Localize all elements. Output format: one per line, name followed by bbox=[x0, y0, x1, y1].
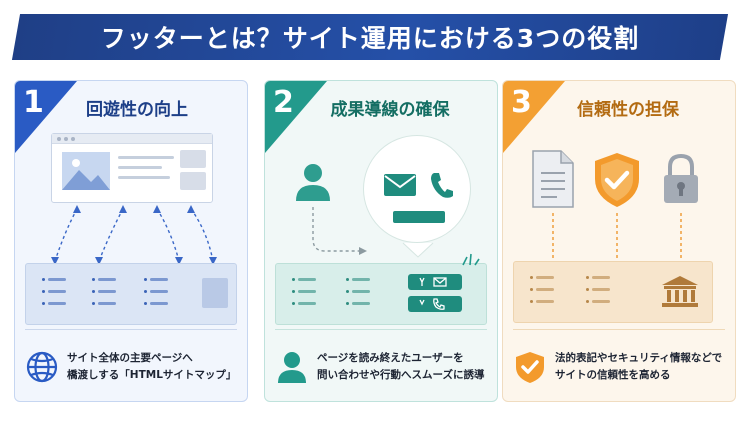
globe-icon bbox=[26, 351, 58, 383]
panel-heading: 成果導線の確保 bbox=[330, 100, 450, 120]
document-icon bbox=[532, 150, 574, 208]
caption-line-1: ページを読み終えたユーザーを bbox=[317, 352, 464, 364]
panel-heading: 信頼性の担保 bbox=[577, 100, 679, 120]
mail-icon bbox=[384, 174, 416, 196]
footer-links bbox=[275, 263, 487, 325]
panel-heading: 回遊性の向上 bbox=[86, 100, 188, 120]
panel-number: 1 bbox=[23, 85, 44, 120]
panel-caption: ページを読み終えたユーザーを 問い合わせや行動へスムーズに誘導 bbox=[275, 341, 489, 393]
image-icon bbox=[62, 152, 110, 190]
caption-line-1: サイト全体の主要ページへ bbox=[67, 352, 193, 364]
caption-line-2: 問い合わせや行動へスムーズに誘導 bbox=[317, 369, 485, 381]
contact-bubble bbox=[363, 135, 471, 243]
panel-caption: サイト全体の主要ページへ 橋渡しする「HTMLサイトマップ」 bbox=[25, 341, 239, 393]
panel-trust: 3 信頼性の担保 bbox=[502, 80, 736, 402]
caption-line-2: 橋渡しする「HTMLサイトマップ」 bbox=[67, 369, 237, 381]
user-icon bbox=[296, 164, 330, 201]
footer-legal bbox=[513, 261, 713, 323]
panel-conversion: 2 成果導線の確保 bbox=[264, 80, 498, 402]
submit-button-graphic bbox=[393, 211, 445, 223]
panel-number: 2 bbox=[273, 85, 294, 120]
shield-check-icon bbox=[595, 153, 639, 207]
phone-icon bbox=[431, 173, 453, 198]
footer-sitemap bbox=[25, 263, 237, 325]
padlock-icon bbox=[664, 153, 698, 203]
browser-window-icon bbox=[51, 133, 213, 203]
user-icon bbox=[278, 352, 306, 383]
dashed-arrow bbox=[312, 207, 367, 255]
panel-number: 3 bbox=[511, 85, 532, 120]
panel-navigation: 1 回遊性の向上 bbox=[14, 80, 248, 402]
flow-arrows bbox=[51, 205, 217, 265]
caption-line-1: 法的表記やセキュリティ情報などで bbox=[555, 352, 723, 364]
page-title: フッターとは？サイト運用における3つの役割 bbox=[100, 24, 640, 53]
bank-icon bbox=[662, 276, 698, 307]
shield-check-icon bbox=[516, 352, 544, 383]
caption-line-2: サイトの信頼性を高める bbox=[555, 369, 671, 381]
dashed-connectors bbox=[552, 213, 682, 261]
panel-caption: 法的表記やセキュリティ情報などで サイトの信頼性を高める bbox=[513, 341, 727, 393]
